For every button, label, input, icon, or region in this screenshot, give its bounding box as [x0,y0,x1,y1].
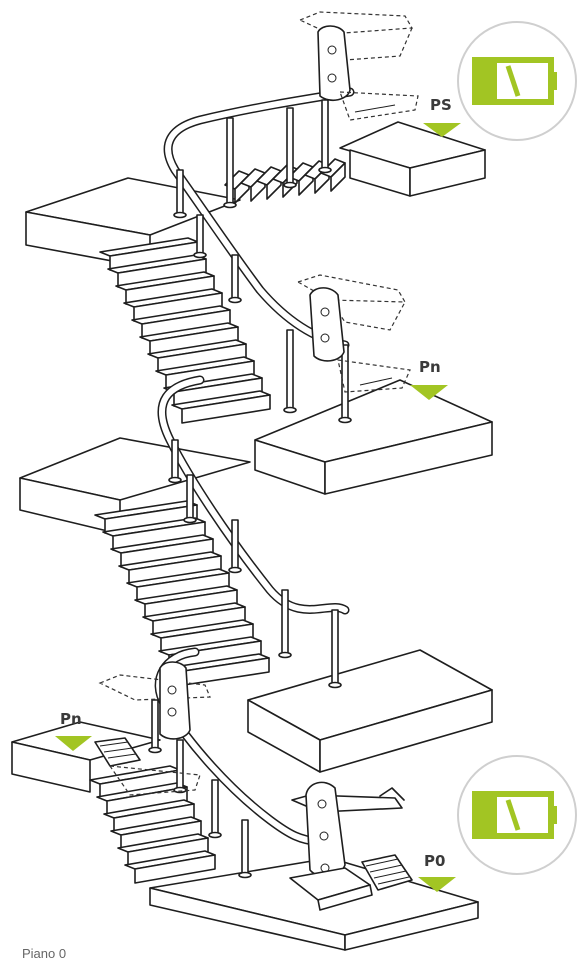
rail-post-foot [168,476,182,484]
landing-mid-right [254,379,493,495]
rail-post [321,99,329,171]
floor-marker-upper-pn [410,385,448,400]
battery-badge-bottom [457,755,577,875]
rail-post [176,169,184,216]
rail-post-foot [193,251,207,259]
rail-posts [148,99,352,879]
stairlift-chair-top [298,11,419,121]
rail-post [231,254,239,301]
rail-post [331,609,339,686]
battery-low-icon [472,791,557,839]
rail-post [241,819,249,876]
rail-post [171,439,179,481]
rail-post-foot [338,416,352,424]
rail-post [281,589,289,656]
floor-marker-top [423,123,461,137]
rail-post-foot [223,201,237,209]
rail-post-foot [228,566,242,574]
rail-post [226,117,234,206]
rail-post [286,107,294,186]
rail-post [286,329,294,411]
landing-lower-left [11,721,161,793]
rail-post [211,779,219,836]
rail-post-foot [283,406,297,414]
rail-post-foot [318,166,332,174]
stair-riser [181,394,271,424]
floor-marker-ground [418,877,456,892]
rail-post [151,699,159,751]
rail-post [186,474,194,521]
stair-riser [330,162,346,192]
landing-lower-right [247,649,493,773]
floor-label-lower-pn: Pn [60,710,82,728]
flight-middle [94,500,270,687]
rail-post-foot [173,211,187,219]
floor-label-ground: P0 [424,852,445,870]
rail-post [231,519,239,571]
rail-post-foot [208,831,222,839]
rail-post-foot [278,651,292,659]
rail-post [176,739,184,791]
rail-post-foot [173,786,187,794]
flight-upper [99,237,271,424]
rail-post-foot [228,296,242,304]
floor-label-top: PS [430,96,452,114]
stairlift-chair-bottom [289,781,413,911]
landing-top-right [339,121,486,197]
battery-badge-top [457,21,577,141]
rail-post-foot [148,746,162,754]
stair-flights [89,158,346,884]
stairlift-chair-lower-pn [94,661,211,796]
rail-post [341,344,349,421]
rail-post-foot [183,516,197,524]
floor-label-upper-pn: Pn [419,358,441,376]
rail-post [196,214,204,256]
flight-lower [89,765,216,884]
rail-post-foot [283,181,297,189]
stairlift-chair-upper-pn [296,274,411,393]
rail-post-foot [238,871,252,879]
battery-low-icon [472,57,557,105]
stair-riser [134,854,216,884]
rail-post-foot [328,681,342,689]
floor-marker-lower-pn [55,736,92,751]
floor-caption: Piano 0 [22,946,66,961]
